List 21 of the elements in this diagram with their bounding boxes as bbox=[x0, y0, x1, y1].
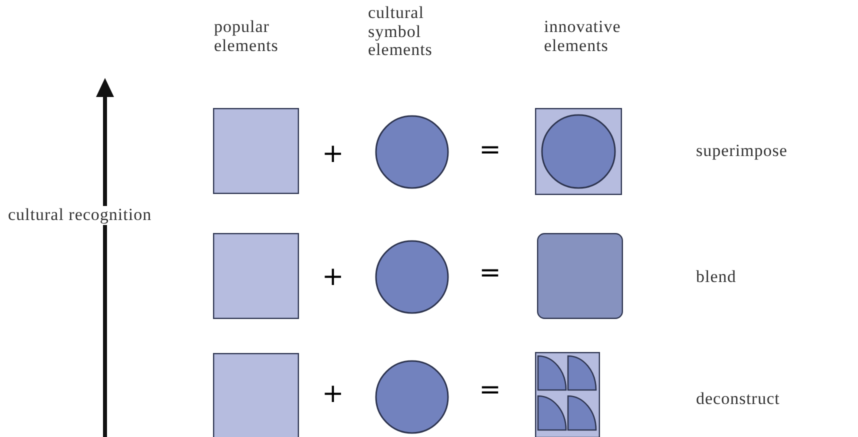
row-label: blend bbox=[696, 268, 738, 287]
circle bbox=[375, 115, 449, 189]
circle bbox=[375, 240, 449, 314]
equals-sign: = bbox=[479, 259, 501, 288]
column-heading: innovative elements bbox=[544, 18, 622, 56]
square bbox=[213, 108, 299, 194]
square bbox=[213, 233, 299, 319]
equals-sign: = bbox=[479, 136, 501, 165]
plus-sign: + bbox=[322, 263, 342, 292]
rounded-square bbox=[537, 233, 623, 319]
row-label: superimpose bbox=[696, 142, 788, 161]
circle-in-square-drawing bbox=[535, 108, 622, 195]
circle bbox=[375, 360, 449, 434]
plus-sign: + bbox=[322, 140, 342, 169]
equals-sign: = bbox=[479, 376, 501, 405]
axis-label: cultural recognition bbox=[8, 206, 152, 225]
quarter-circles-drawing bbox=[535, 352, 600, 437]
row-label: deconstruct bbox=[696, 390, 781, 409]
column-heading: popular elements bbox=[214, 18, 280, 56]
column-heading: cultural symbol elements bbox=[368, 4, 434, 60]
plus-sign: + bbox=[322, 380, 342, 409]
